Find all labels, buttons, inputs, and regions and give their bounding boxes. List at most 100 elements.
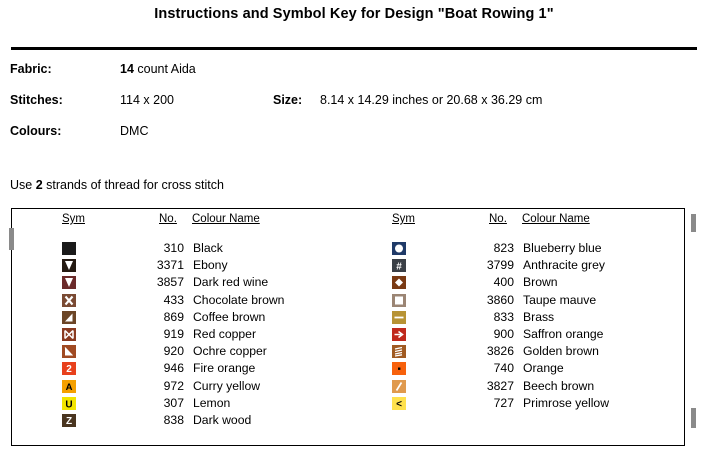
colour-name: Chocolate brown [193,292,285,307]
symbol-diamond-icon [392,276,406,290]
colour-name: Saffron orange [523,326,604,341]
key-row: #3799 Anthracite grey [342,258,679,275]
symbol-corner-triangle-icon [62,345,76,359]
colours-label: Colours: [10,124,62,138]
thread-number: 900 [493,326,514,341]
scroll-artifact-right-bottom [691,408,696,428]
thread-number: 869 [163,309,184,324]
pattern-info: Fabric: 14 count Aida Stitches: 114 x 20… [10,62,700,155]
colour-name: Brass [523,309,555,324]
key-row: 3371 Ebony [12,258,349,275]
svg-text:<: < [396,399,402,410]
page-title: Instructions and Symbol Key for Design "… [154,6,554,22]
title-divider [11,47,697,50]
header-sym: Sym [62,213,85,225]
scroll-artifact-right-top [691,214,696,232]
svg-text:2: 2 [66,365,72,376]
symbol-letter-u-icon: U [62,396,76,410]
colour-name: Taupe mauve [523,292,597,307]
colour-name: Ochre copper [193,344,267,359]
key-header-right: Sym No. Colour Name [342,213,679,235]
thread-number: 307 [163,395,184,410]
key-row: 3827 Beech brown [342,379,679,396]
thread-number: 919 [163,326,184,341]
colour-name: Blueberry blue [523,241,602,255]
key-header-left: Sym No. Colour Name [12,213,349,235]
key-row: U 307 Lemon [12,396,349,413]
symbol-digit-2-icon: 2 [62,362,76,376]
stitches-label: Stitches: [10,93,63,107]
symbol-letter-x-icon [62,293,76,307]
colour-name: Ebony [193,258,228,273]
key-row: Z 838 Dark wood [12,413,349,430]
thread-number: 946 [163,361,184,376]
thread-number: 3799 [486,258,514,273]
fabric-value: 14 count Aida [120,62,196,76]
strands-prefix: Use [10,178,36,192]
colour-name: Dark wood [193,412,252,427]
symbol-circle-icon [392,242,406,255]
thread-number: 3860 [486,292,514,307]
header-no: No. [489,213,507,225]
symbol-slash-icon [392,379,406,393]
thread-number: 833 [493,309,514,324]
colour-name: Curry yellow [193,378,261,393]
symbol-letter-a-icon: A [62,379,76,393]
thread-number: 972 [163,378,184,393]
strands-note: Use 2 strands of thread for cross stitch [10,178,224,192]
colour-name: Golden brown [523,344,599,359]
colour-name: Lemon [193,395,231,410]
colour-name: Brown [523,275,558,290]
colour-name: Anthracite grey [523,258,605,273]
key-row: 833 Brass [342,310,679,327]
colour-name: Fire orange [193,361,256,376]
strands-count: 2 [35,178,43,192]
header-name: Colour Name [192,213,260,225]
symbol-filled-square-icon [62,242,76,255]
colour-name: Black [193,241,223,255]
thread-number: 3826 [486,344,514,359]
colour-name: Primrose yellow [523,395,610,410]
scroll-artifact-left [9,228,14,250]
thread-number: 838 [163,412,184,427]
fabric-count: 14 [120,62,134,76]
symbol-dash-icon [392,310,406,324]
key-row: 869 Coffee brown [12,310,349,327]
symbol-square-outline-icon [392,293,406,307]
header-name: Colour Name [522,213,590,225]
thread-number: 740 [493,361,514,376]
symbol-letter-z-icon: Z [62,413,76,427]
colour-name: Coffee brown [193,309,266,324]
symbol-hash-icon: # [392,259,406,273]
symbol-less-than-icon: < [392,396,406,410]
fabric-unit: count Aida [133,62,196,76]
key-row: 3826 Golden brown [342,344,679,361]
key-row: 2 946 Fire orange [12,361,349,378]
thread-number: 920 [163,344,184,359]
info-row-colours: Colours: DMC [10,124,700,155]
symbol-triangle-down-icon [62,276,76,290]
colour-name: Dark red wine [193,275,269,290]
key-row: 900 Saffron orange [342,327,679,344]
symbol-triangle-down-icon [62,259,76,273]
colour-name: Beech brown [523,378,595,393]
thread-number: 727 [493,395,514,410]
thread-number: 3371 [156,258,184,273]
symbol-half-triangle-icon [62,310,76,324]
thread-number: 3827 [486,378,514,393]
key-row: A 972 Curry yellow [12,379,349,396]
svg-text:U: U [65,399,72,410]
header-no: No. [159,213,177,225]
